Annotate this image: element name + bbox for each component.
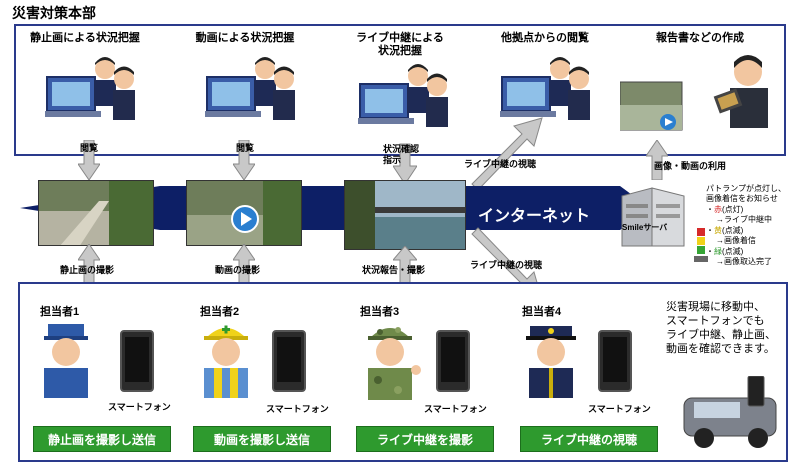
legend-red: ・赤(点灯) [706, 205, 744, 214]
report-writer-scene [620, 55, 768, 131]
still-shoot-arrow [78, 244, 100, 296]
person-2-phone-icon [272, 330, 306, 392]
video-shoot-arrow [233, 244, 255, 296]
confirm-arrow [393, 143, 417, 184]
person-2-action-button[interactable]: 動画を撮影し送信 [193, 426, 331, 452]
label-live-view-bottom: ライブ中継の視聴 [470, 260, 543, 270]
person-4-name: 担当者4 [522, 306, 562, 318]
legend-yellow-desc: →画像着信 [716, 236, 756, 245]
person-3-phone-icon [436, 330, 470, 392]
still-photo [38, 180, 154, 246]
internet-band [20, 186, 650, 230]
person-4-avatar [526, 326, 576, 398]
operators-scene-1 [45, 57, 135, 120]
legend-intro-2: 画像着信をお知らせ [706, 194, 778, 203]
server-label: Smileサーバ [622, 223, 668, 232]
legend-red-color: 赤 [714, 205, 722, 214]
legend-green: ・緑(点滅) [706, 247, 744, 256]
label-other-site: 他拠点からの閲覧 [501, 32, 589, 44]
person-2-avatar [204, 325, 248, 398]
legend-yellow: ・黄(点滅) [706, 226, 744, 235]
view-arrow-2 [233, 140, 255, 180]
person-1-action-button[interactable]: 静止画を撮影し送信 [33, 426, 171, 452]
person-1-phone-label: スマートフォン [108, 402, 171, 412]
person-3-name: 担当者3 [360, 306, 400, 318]
smile-server-icon [621, 187, 685, 247]
page-title: 災害対策本部 [12, 5, 96, 21]
legend-yellow-color: 黄 [714, 226, 722, 235]
legend-green-state: (点滅) [722, 247, 744, 256]
legend-red-desc: →ライブ中継中 [716, 215, 772, 224]
mobile-note: 災害現場に移動中、 スマートフォンでも ライブ中継、静止画、 動画を確認できます… [666, 301, 776, 355]
person-1-phone-icon [120, 330, 154, 392]
car-icon [683, 376, 777, 448]
label-view-2: 閲覧 [236, 143, 255, 153]
legend-intro-1: パトランプが点灯し、 [706, 184, 786, 193]
person-2-phone-label: スマートフォン [266, 404, 329, 414]
label-image-use: 画像・動画の利用 [654, 161, 727, 171]
label-report-shoot: 状況報告・撮影 [362, 265, 426, 275]
person-1-avatar [44, 324, 88, 398]
legend-green-desc: →画像取込完了 [716, 257, 772, 266]
label-report: 報告書などの作成 [656, 32, 744, 44]
person-3-action-button[interactable]: ライブ中継を撮影 [356, 426, 494, 452]
legend-green-color: 緑 [714, 247, 722, 256]
label-view-1: 閲覧 [80, 143, 99, 153]
person-4-phone-icon [598, 330, 632, 392]
legend-yellow-state: (点滅) [722, 226, 744, 235]
image-use-arrow [646, 140, 668, 180]
live-view-arrow-top [471, 117, 543, 191]
label-video-status: 動画による状況把握 [195, 32, 295, 44]
label-still-status: 静止画による状況把握 [30, 32, 140, 44]
label-live-status: ライブ中継による 状況把握 [356, 32, 444, 57]
person-4-phone-label: スマートフォン [588, 404, 651, 414]
label-video-shoot: 動画の撮影 [215, 265, 261, 275]
person-3-phone-label: スマートフォン [424, 404, 487, 414]
label-live-view-top: ライブ中継の視聴 [464, 159, 537, 169]
operators-scene-3 [358, 64, 448, 127]
internet-label: インターネット [478, 208, 591, 225]
view-arrow-1 [78, 140, 100, 180]
person-2-name: 担当者2 [200, 306, 240, 318]
patrol-lamp-icon [694, 228, 708, 262]
label-confirm: 状況確認 指示 [383, 144, 420, 165]
live-photo [344, 180, 466, 250]
video-photo [186, 180, 302, 246]
operators-scene-4 [500, 57, 590, 120]
person-1-name: 担当者1 [40, 306, 80, 318]
label-still-shoot: 静止画の撮影 [60, 265, 115, 275]
person-3-avatar [368, 327, 421, 400]
person-4-action-button[interactable]: ライブ中継の視聴 [520, 426, 658, 452]
operators-scene-2 [205, 57, 295, 120]
legend-red-state: (点灯) [722, 205, 744, 214]
